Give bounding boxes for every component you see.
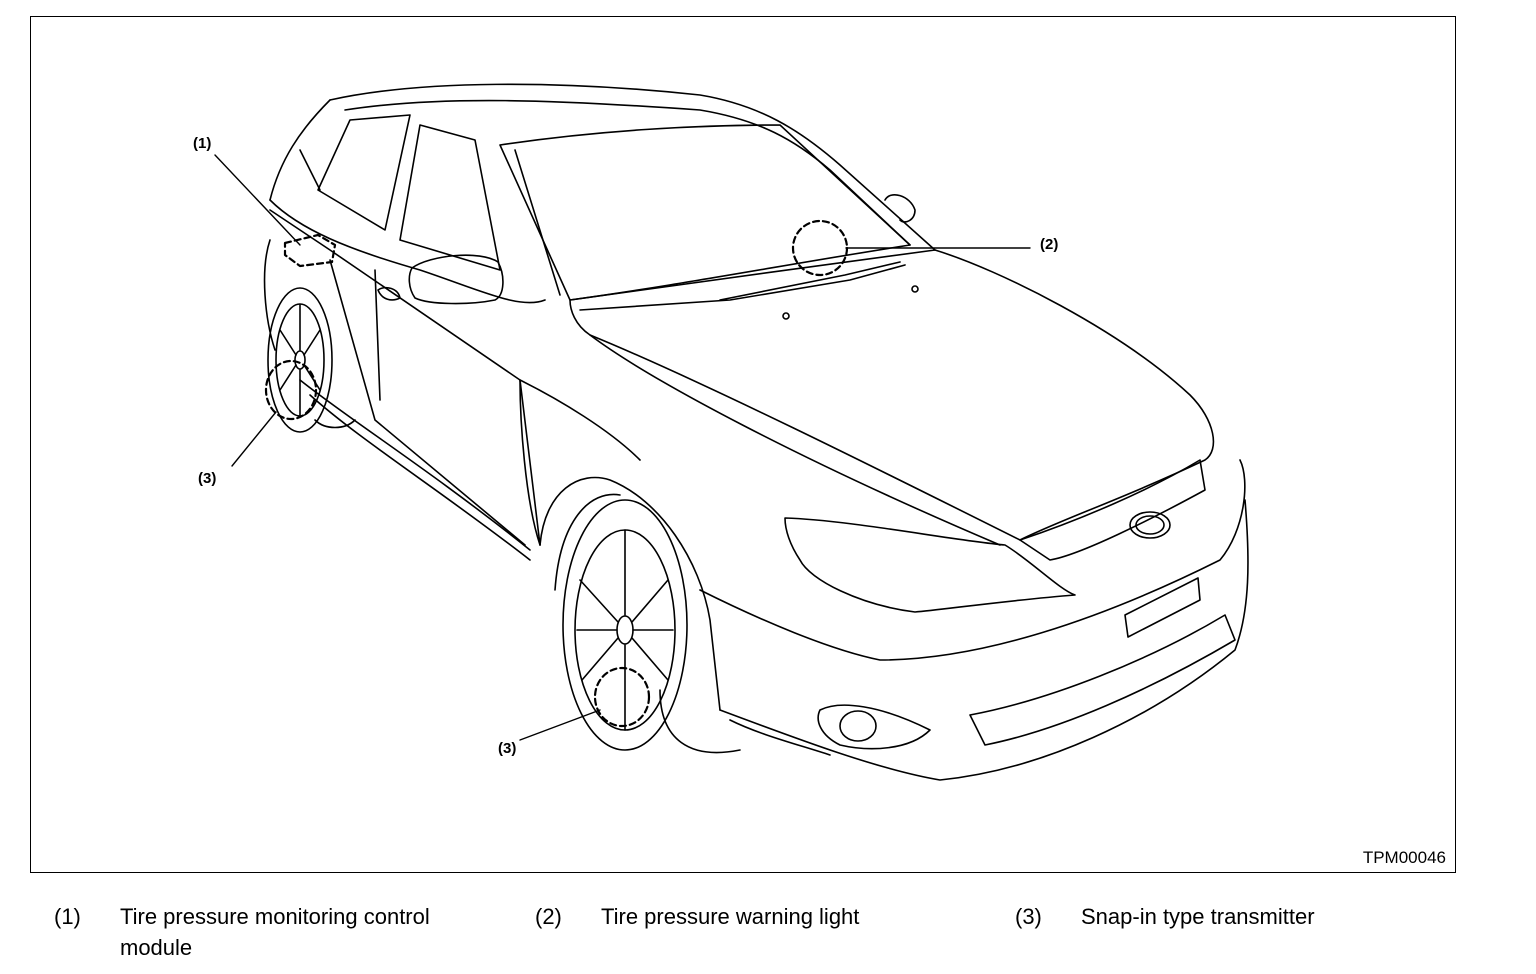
legend-text: Tire pressure monitoring control module — [120, 901, 430, 963]
leader-line-3b — [519, 709, 601, 741]
front-bumper — [699, 459, 1246, 661]
control-module-marker — [283, 233, 337, 268]
emblem — [1129, 511, 1171, 539]
headlight — [784, 517, 1076, 613]
wipers — [579, 264, 906, 311]
figure-frame — [30, 16, 1456, 873]
figure-id-label: TPM00046 — [1362, 848, 1446, 867]
rear-wheel — [263, 239, 356, 433]
hood — [569, 249, 1215, 541]
legend-number: (2) — [535, 904, 562, 929]
leader-line-3a — [231, 411, 277, 467]
license-plate — [1124, 577, 1201, 638]
warning-light-marker — [791, 219, 849, 277]
callout-label-2: (2) — [1040, 236, 1059, 253]
fog-light — [817, 704, 931, 750]
legend-text: Snap-in type transmitter — [1081, 904, 1315, 929]
front-wheel — [562, 499, 741, 754]
side-mirror — [408, 254, 504, 305]
callout-label-3-front: (3) — [498, 740, 517, 757]
legend-text-line: module — [120, 935, 193, 960]
windshield — [499, 124, 911, 301]
grille — [1019, 459, 1206, 561]
front-transmitter-marker — [593, 666, 651, 728]
legend-text: Tire pressure warning light — [601, 904, 860, 929]
callout-label-3-rear: (3) — [198, 470, 217, 487]
legend-number: (3) — [1015, 904, 1042, 929]
rear-transmitter-marker — [264, 359, 318, 421]
side-windows — [317, 114, 411, 231]
car-roof — [329, 83, 936, 251]
front-wheel-arch — [539, 476, 721, 711]
legend-number: (1) — [54, 904, 81, 929]
callout-label-1: (1) — [193, 135, 212, 152]
legend-text-line: Tire pressure monitoring control — [120, 904, 430, 929]
leader-line-1 — [214, 154, 301, 246]
